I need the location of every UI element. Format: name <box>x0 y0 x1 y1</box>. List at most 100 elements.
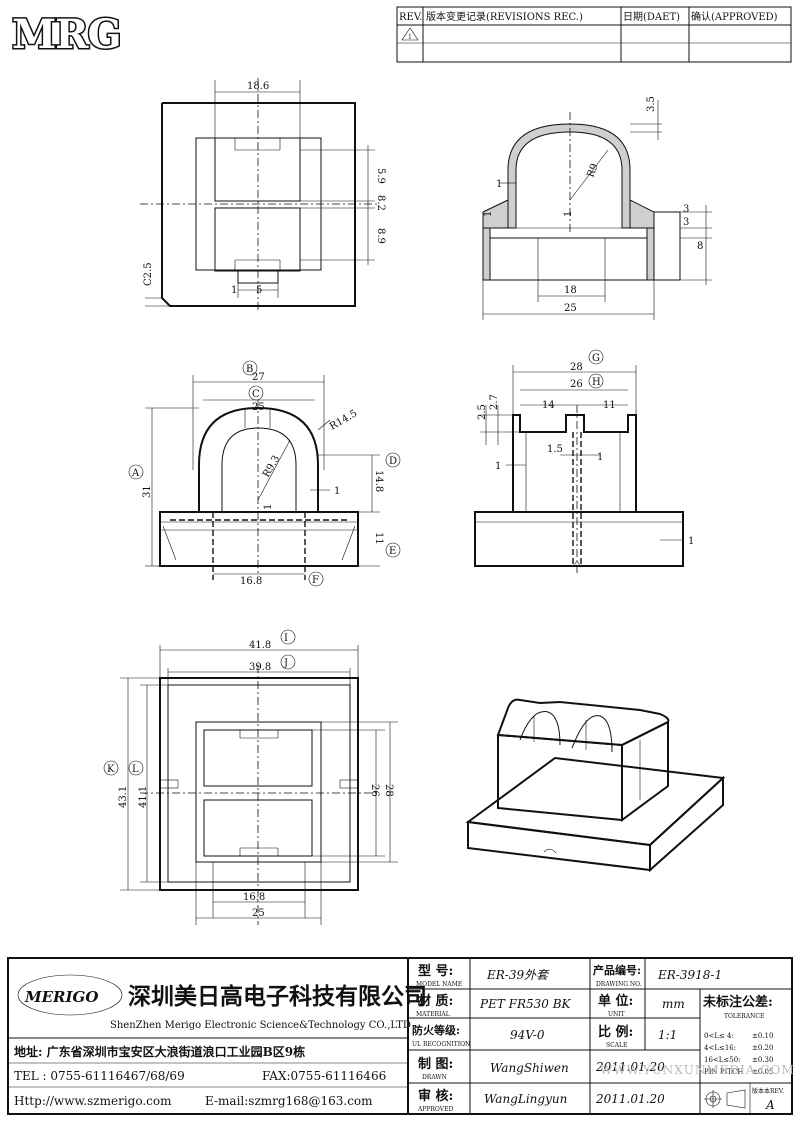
tol-value-3: ±0.30 <box>752 1056 773 1064</box>
side-view: G 28 H 26 14 11 2.5 2.7 1.5 1 1 1 <box>474 349 694 575</box>
model-label-en: MODEL NAME <box>416 981 462 988</box>
side-label-h: H <box>592 377 601 388</box>
flame-label-en: UL RECOGNITION <box>412 1041 470 1048</box>
front-dim-27: 27 <box>252 372 265 383</box>
approved-label-en: APPROVED <box>417 1106 453 1113</box>
rev-col-record: 版本变更记录(REVISIONS REC.) <box>426 10 583 23</box>
company-name-en: ShenZhen Merigo Electronic Science&Techn… <box>110 1020 411 1031</box>
side-dim-28: 28 <box>570 362 583 373</box>
tolerance-en: TOLERANCE <box>724 1013 764 1020</box>
company-web: Http://www.szmerigo.com <box>14 1094 172 1108</box>
material-label: 材 质: <box>418 993 453 1009</box>
front-label-e: E <box>389 546 396 557</box>
section-dim-18: 18 <box>564 285 577 296</box>
front-view: B 27 C 25 R14.5 R9.3 1 A 31 D 14.8 1 E <box>128 360 401 587</box>
isometric-view <box>465 698 726 873</box>
front-label-b: B <box>246 364 253 375</box>
watermark: WWW.YUNXUNMEDIA.COM <box>600 1063 795 1077</box>
front-dim-16-8: 16.8 <box>240 576 262 587</box>
front-dim-1-wall: 1 <box>334 486 340 497</box>
tol-range-2: 4<L≤16: <box>704 1044 736 1052</box>
side-label-g: G <box>592 353 600 364</box>
front-dim-25: 25 <box>252 402 265 413</box>
bottom-label-i: I <box>284 633 288 644</box>
top-view: 18.6 5.9 8.2 8.9 C2.5 1 5 <box>140 78 386 310</box>
rev-col-date: 日期(DAET) <box>623 11 680 23</box>
merigo-logo: MERIGO <box>17 974 123 1016</box>
front-label-c: C <box>252 389 260 400</box>
bottom-dim-41-1: 41.1 <box>138 786 149 808</box>
bottom-dim-26: 26 <box>369 784 380 797</box>
side-dim-1b: 1 <box>495 461 501 472</box>
model-label: 型 号: <box>418 963 453 979</box>
front-dim-r14-5: R14.5 <box>328 408 359 432</box>
approved-value: WangLingyun <box>484 1092 567 1106</box>
company-email: E-mail:szmrg168@163.com <box>205 1094 373 1108</box>
tol-value-1: ±0.10 <box>752 1032 773 1040</box>
bottom-view: I 41.8 J 39.8 K 43.1 L 41.1 26 28 16.8 <box>103 629 398 925</box>
bottom-dim-43-1: 43.1 <box>118 786 129 808</box>
drawing-no-label-en: DRAWING NO. <box>596 981 642 988</box>
section-dim-1c: 1 <box>563 211 574 217</box>
drawn-label: 制 图: <box>418 1056 453 1072</box>
rev-col-approved: 确认(APPROVED) <box>691 10 778 23</box>
bottom-dim-41-8: 41.8 <box>249 640 271 651</box>
company-fax: FAX:0755-61116466 <box>262 1069 386 1083</box>
company-tel: TEL : 0755-61116467/68/69 <box>14 1069 185 1083</box>
section-dim-8: 8 <box>697 241 703 252</box>
version-label: 版本本REV. <box>752 1087 784 1095</box>
bottom-label-j: J <box>283 658 288 669</box>
side-dim-2-7: 2.7 <box>489 394 500 410</box>
flame-value: 94V-0 <box>510 1028 545 1042</box>
drawn-label-en: DRAWN <box>422 1074 447 1081</box>
tolerance-title: 未标注公差: <box>702 994 773 1010</box>
bottom-label-k: K <box>107 764 115 775</box>
merigo-logo-text: MERIGO <box>24 988 98 1006</box>
approved-label: 审 核: <box>418 1088 453 1104</box>
bottom-dim-28: 28 <box>383 784 394 797</box>
top-dim-1: 1 <box>231 285 237 296</box>
top-dim-18-6: 18.6 <box>247 81 269 92</box>
company-address: 地址: 广东省深圳市宝安区大浪街道浪口工业园B区9栋 <box>14 1044 305 1059</box>
top-dim-8-9: 8.9 <box>375 228 386 244</box>
bottom-label-l: L <box>132 764 139 775</box>
front-dim-31: 31 <box>142 485 153 498</box>
side-dim-1c: 1 <box>688 536 694 547</box>
section-view: 3.5 R9 1 1 1 3 3 8 18 25 <box>482 96 712 320</box>
front-dim-11: 11 <box>373 532 384 545</box>
top-dim-5-9: 5.9 <box>375 168 386 184</box>
approved-date: 2011.01.20 <box>595 1092 665 1106</box>
side-dim-1a: 1 <box>597 452 603 463</box>
side-dim-2-5: 2.5 <box>477 404 488 420</box>
flame-label: 防火等级: <box>412 1023 460 1037</box>
section-dim-1a: 1 <box>496 179 502 190</box>
top-dim-5: 5 <box>256 285 262 296</box>
tol-value-4: ±0.05 <box>752 1068 773 1076</box>
side-dim-11: 11 <box>603 400 616 411</box>
unit-label: 单 位: <box>598 993 633 1009</box>
company-name-cn: 深圳美日高电子科技有限公司 <box>128 983 427 1010</box>
bottom-dim-39-8: 39.8 <box>249 662 271 673</box>
scale-label: 比 例: <box>598 1024 633 1040</box>
section-dim-1b: 1 <box>483 211 494 217</box>
section-dim-r9: R9 <box>585 162 600 179</box>
projection-symbol-icon <box>704 1089 746 1109</box>
drawn-value: WangShiwen <box>490 1061 569 1075</box>
section-dim-3-5: 3.5 <box>646 96 657 112</box>
side-dim-1-5: 1.5 <box>547 444 563 455</box>
drawing-no-value: ER-3918-1 <box>657 968 722 982</box>
scale-label-en: SCALE <box>606 1042 627 1049</box>
tol-value-2: ±0.20 <box>752 1044 773 1052</box>
scale-value: 1:1 <box>658 1028 677 1042</box>
mrg-logo-text: MRG <box>12 11 121 58</box>
front-label-d: D <box>389 456 397 467</box>
material-value: PET FR530 BK <box>479 997 572 1011</box>
version-value: A <box>765 1098 775 1112</box>
drawn-date: 2011.01.20 <box>595 1060 665 1074</box>
rev-row1-mark: 1 <box>408 34 412 41</box>
tol-range-4: PIN PITCH <box>704 1068 743 1076</box>
mrg-logo: MRG <box>11 10 124 60</box>
front-dim-1-inner: 1 <box>263 504 274 510</box>
section-dim-3b: 3 <box>683 217 689 228</box>
